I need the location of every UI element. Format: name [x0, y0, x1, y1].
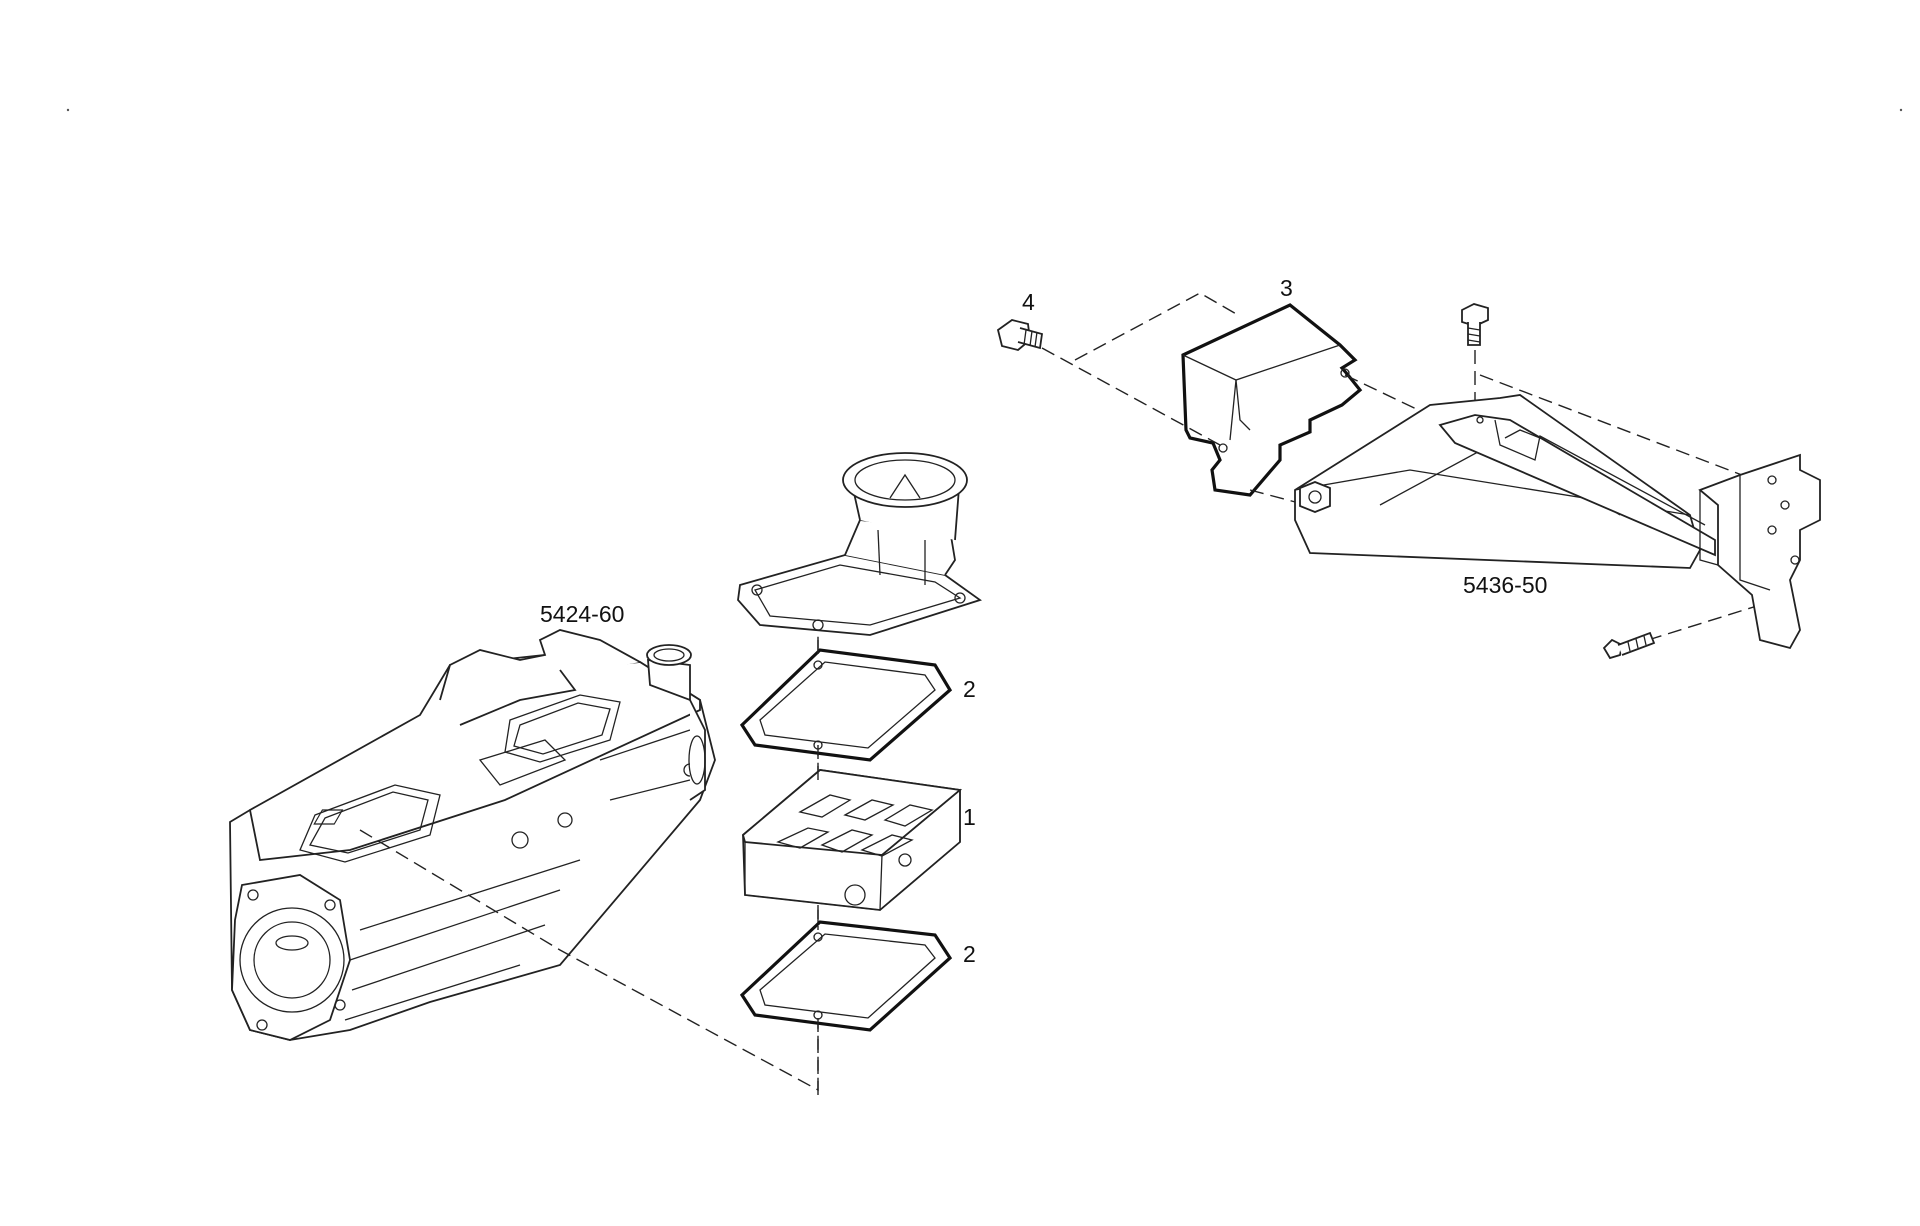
- mounting-bracket: [1294, 394, 1821, 650]
- ref-label-5424-60: 5424-60: [540, 601, 624, 627]
- bottom-screw: [1602, 631, 1656, 660]
- intake-adapter: [737, 452, 982, 636]
- engine-housing: [229, 629, 716, 1041]
- corner-mark-right: [1899, 108, 1903, 112]
- control-module-box: [1181, 303, 1363, 497]
- gasket-lower: [739, 920, 953, 1032]
- ref-label-5436-50: 5436-50: [1463, 572, 1547, 598]
- callout-part-4: 4: [1022, 289, 1035, 315]
- bolt-icon: [996, 319, 1044, 351]
- screw-icon: [1461, 303, 1489, 346]
- callout-part-3: 3: [1280, 275, 1293, 301]
- corner-mark-left: [66, 108, 70, 112]
- gasket-upper: [739, 648, 953, 762]
- callout-part-1: 1: [963, 804, 976, 830]
- reed-valve-block: [313, 769, 963, 911]
- callout-part-2-lower: 2: [963, 941, 976, 967]
- callout-part-2-upper: 2: [963, 676, 976, 702]
